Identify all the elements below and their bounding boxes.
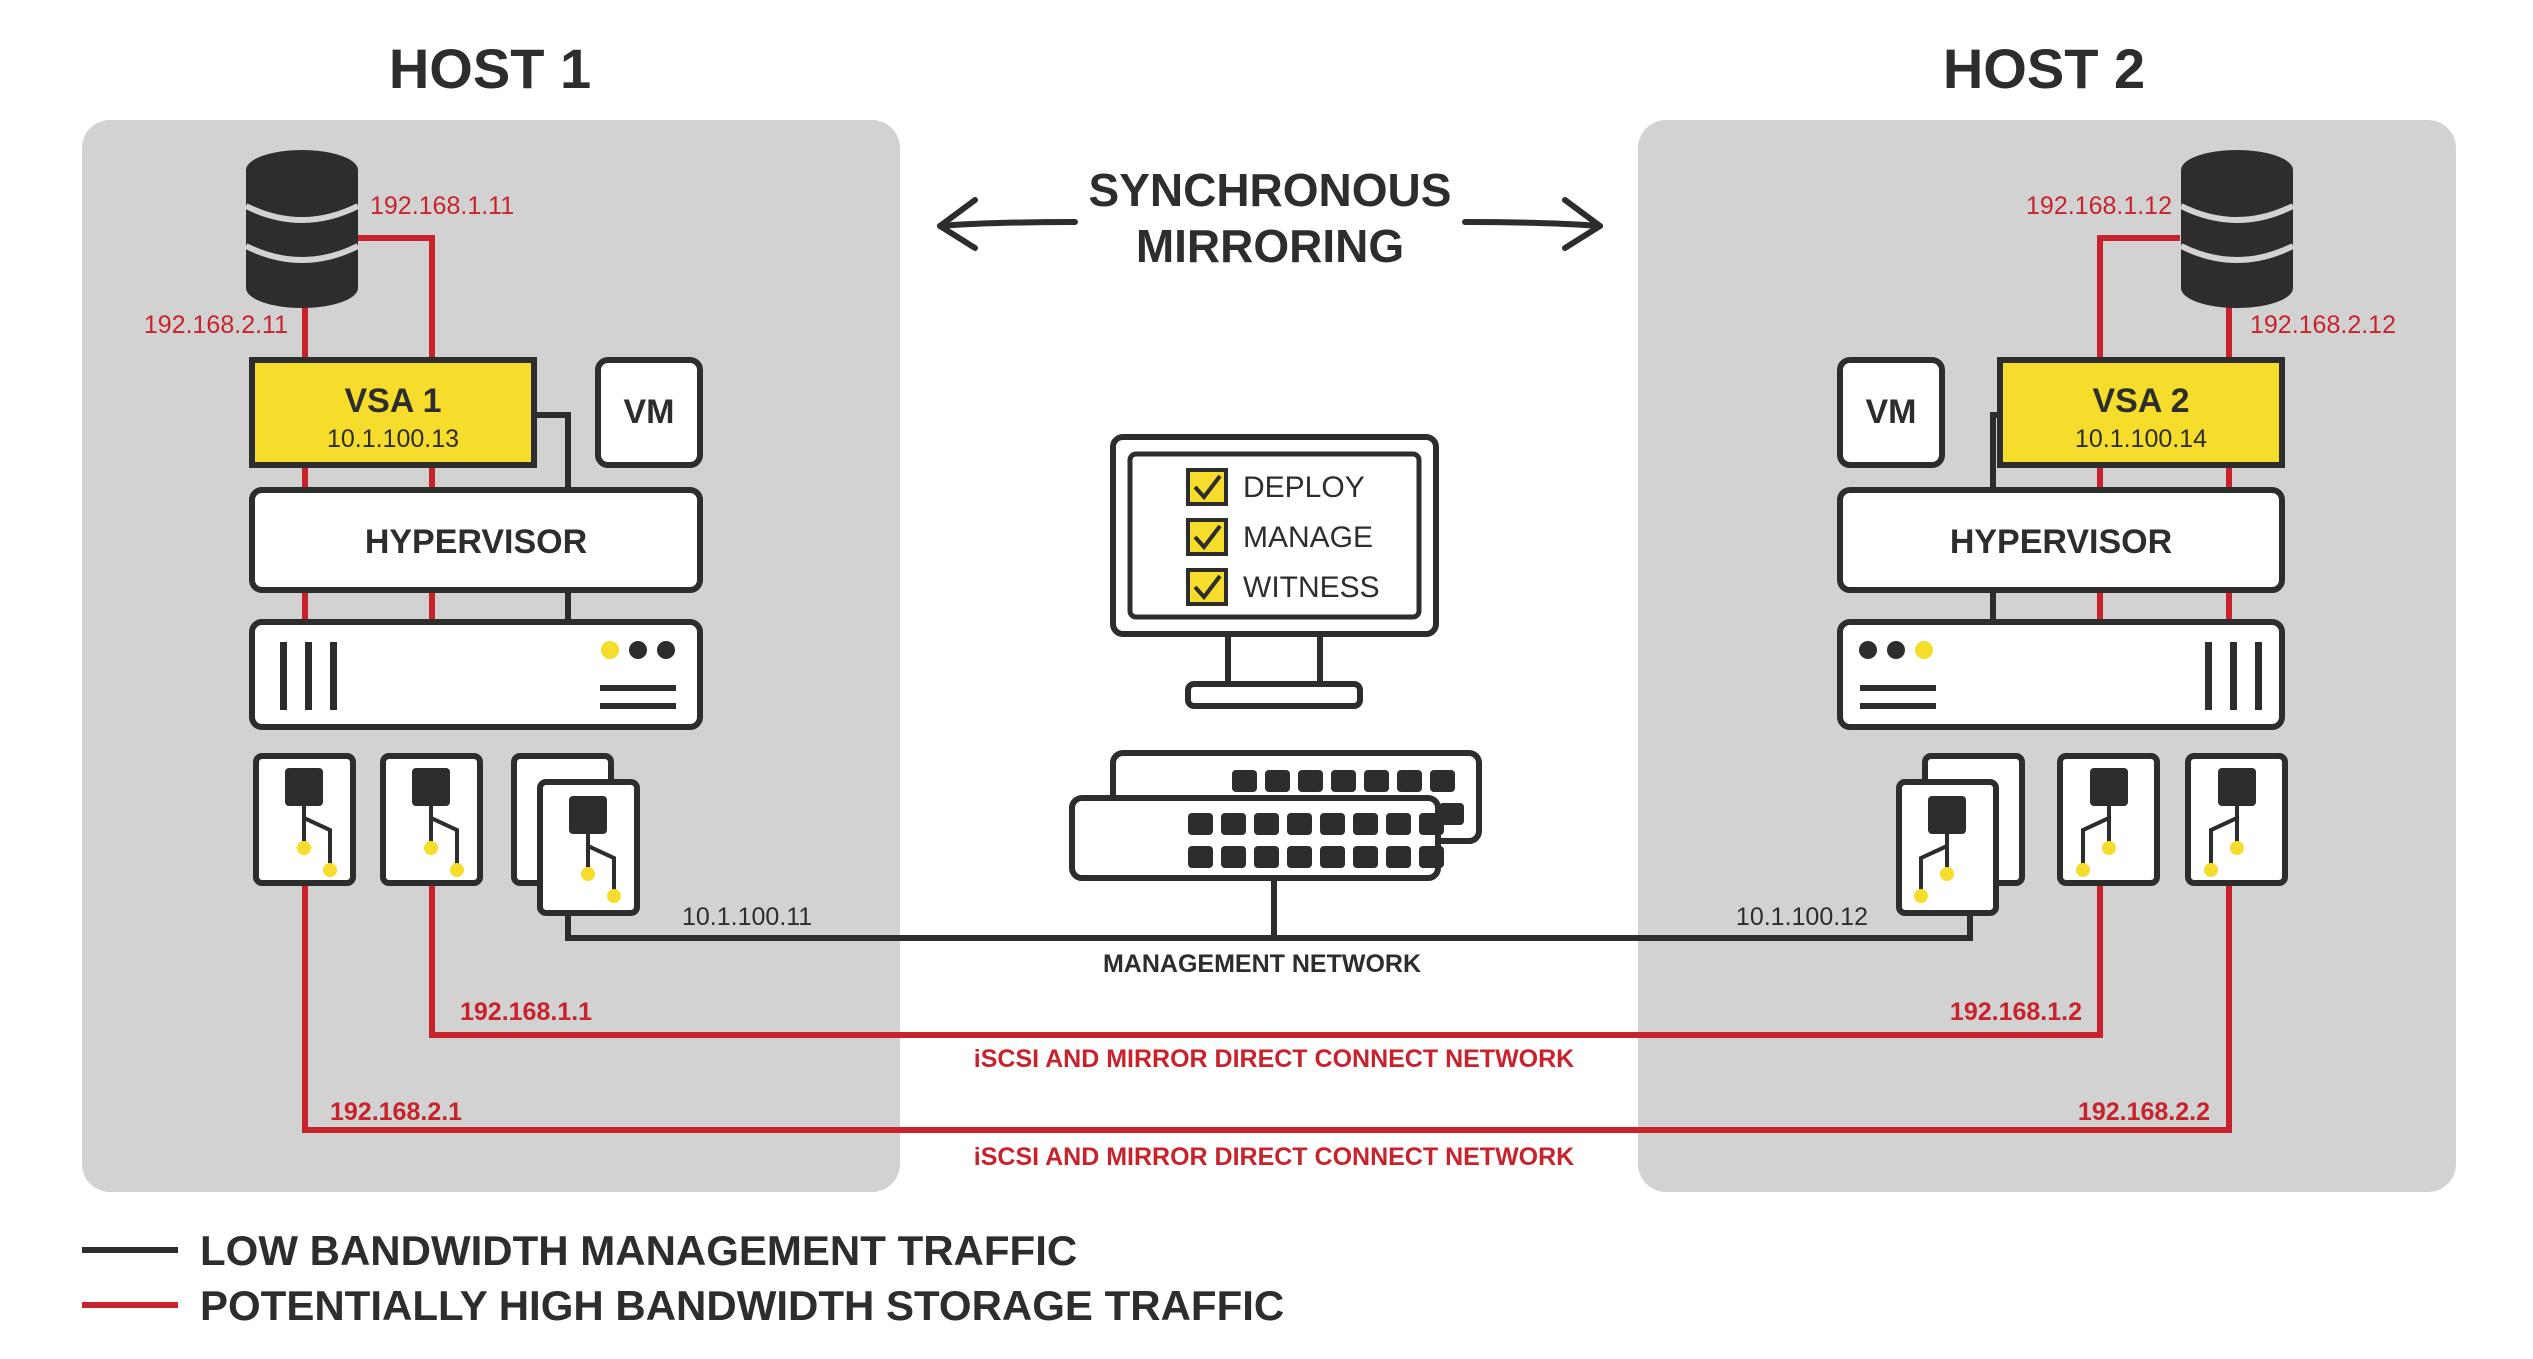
switch-port <box>1419 813 1444 835</box>
host2-vsa-ip: 10.1.100.14 <box>2075 425 2207 453</box>
host1-mgmt-ip: 10.1.100.11 <box>682 903 812 931</box>
host2-server-icon <box>1837 619 2285 730</box>
host1-nic-ip-b: 192.168.2.1 <box>330 1098 462 1126</box>
switch-port <box>1419 846 1444 868</box>
host1-nic-card-icon <box>253 753 356 886</box>
host1-server-icon <box>249 619 703 730</box>
host2-nic-card-icon <box>1896 753 2025 916</box>
host1-database-icon <box>244 150 360 308</box>
host2-database-icon <box>2179 150 2295 308</box>
checkbox-checked-icon <box>1186 518 1228 556</box>
host1-vm-label: VM <box>624 393 675 431</box>
host2-vsa-box <box>1997 357 2285 468</box>
switch-port <box>1188 813 1213 835</box>
switch-port <box>1221 813 1246 835</box>
mirroring-line2: MIRRORING <box>1136 220 1404 272</box>
switch-port <box>1254 813 1279 835</box>
iscsi-network-2-label: iSCSI AND MIRROR DIRECT CONNECT NETWORK <box>974 1143 1574 1171</box>
switch-port <box>1265 770 1290 792</box>
host1-storage-ip-b: 192.168.2.11 <box>144 311 288 339</box>
switch-port <box>1353 846 1378 868</box>
management-network-label: MANAGEMENT NETWORK <box>1103 950 1421 978</box>
switch-ports-bottom <box>1188 813 1444 868</box>
host1-nic-card-icon <box>380 753 483 886</box>
host1-title: HOST 1 <box>389 37 591 100</box>
switch-port <box>1430 770 1455 792</box>
checkbox-checked-icon <box>1186 568 1228 606</box>
host1-storage-links <box>302 235 2232 1133</box>
console-item-witness: WITNESS <box>1243 571 1380 604</box>
host2-vsa-name: VSA 2 <box>2092 382 2189 420</box>
host2-mgmt-ip: 10.1.100.12 <box>1736 903 1868 931</box>
switch-port <box>1364 770 1389 792</box>
switch-port <box>1397 770 1422 792</box>
switch-port <box>1188 846 1213 868</box>
switch-port <box>1287 846 1312 868</box>
switch-port <box>1439 803 1464 825</box>
host1-vsa-ip: 10.1.100.13 <box>327 425 459 453</box>
switch-port <box>1221 846 1246 868</box>
host1-nic-ip-a: 192.168.1.1 <box>460 998 592 1026</box>
host1-vm-box <box>595 357 703 468</box>
host2-title: HOST 2 <box>1943 37 2145 100</box>
host2-nic-card-icon <box>2185 753 2288 886</box>
switch-port <box>1287 813 1312 835</box>
host2-hypervisor-box <box>1837 487 2285 593</box>
switch-port <box>1353 813 1378 835</box>
host2-storage-ip-b: 192.168.2.12 <box>2250 311 2396 339</box>
host2-nic-card-icon <box>2057 753 2160 886</box>
console-item-deploy: DEPLOY <box>1243 471 1365 504</box>
checkbox-checked-icon <box>1186 468 1228 506</box>
switch-ports-top <box>1232 770 1464 825</box>
host1-hypervisor-label: HYPERVISOR <box>365 523 587 561</box>
host1-nic-card-icon <box>511 753 640 916</box>
switch-port <box>1254 846 1279 868</box>
host1-vsa-box <box>249 357 537 468</box>
console-item-manage: MANAGE <box>1243 521 1373 554</box>
legend-management-label: LOW BANDWIDTH MANAGEMENT TRAFFIC <box>200 1227 1077 1274</box>
host1-hypervisor-box <box>249 487 703 593</box>
host2-hypervisor-label: HYPERVISOR <box>1950 523 2172 561</box>
mirroring-line1: SYNCHRONOUS <box>1089 164 1452 216</box>
host2-vm-box <box>1837 357 1945 468</box>
host2-nic-ip-a: 192.168.1.2 <box>1950 998 2082 1026</box>
iscsi-network-1-label: iSCSI AND MIRROR DIRECT CONNECT NETWORK <box>974 1045 1574 1073</box>
switch-port <box>1386 813 1411 835</box>
host2-storage-ip-a: 192.168.1.12 <box>2026 192 2172 220</box>
mirroring-arrow-right-icon <box>1462 197 1603 251</box>
mirroring-arrow-left-icon <box>937 197 1078 251</box>
switch-port <box>1298 770 1323 792</box>
host2-nic-ip-b: 192.168.2.2 <box>2078 1098 2210 1126</box>
switch-port <box>1232 770 1257 792</box>
legend-storage-label: POTENTIALLY HIGH BANDWIDTH STORAGE TRAFF… <box>200 1282 1284 1329</box>
switch-port <box>1331 770 1356 792</box>
host1-storage-ip-a: 192.168.1.11 <box>370 192 514 220</box>
switch-port <box>1320 846 1345 868</box>
switch-port <box>1320 813 1345 835</box>
host1-vsa-name: VSA 1 <box>344 382 441 420</box>
switch-port <box>1386 846 1411 868</box>
host2-vm-label: VM <box>1866 393 1917 431</box>
